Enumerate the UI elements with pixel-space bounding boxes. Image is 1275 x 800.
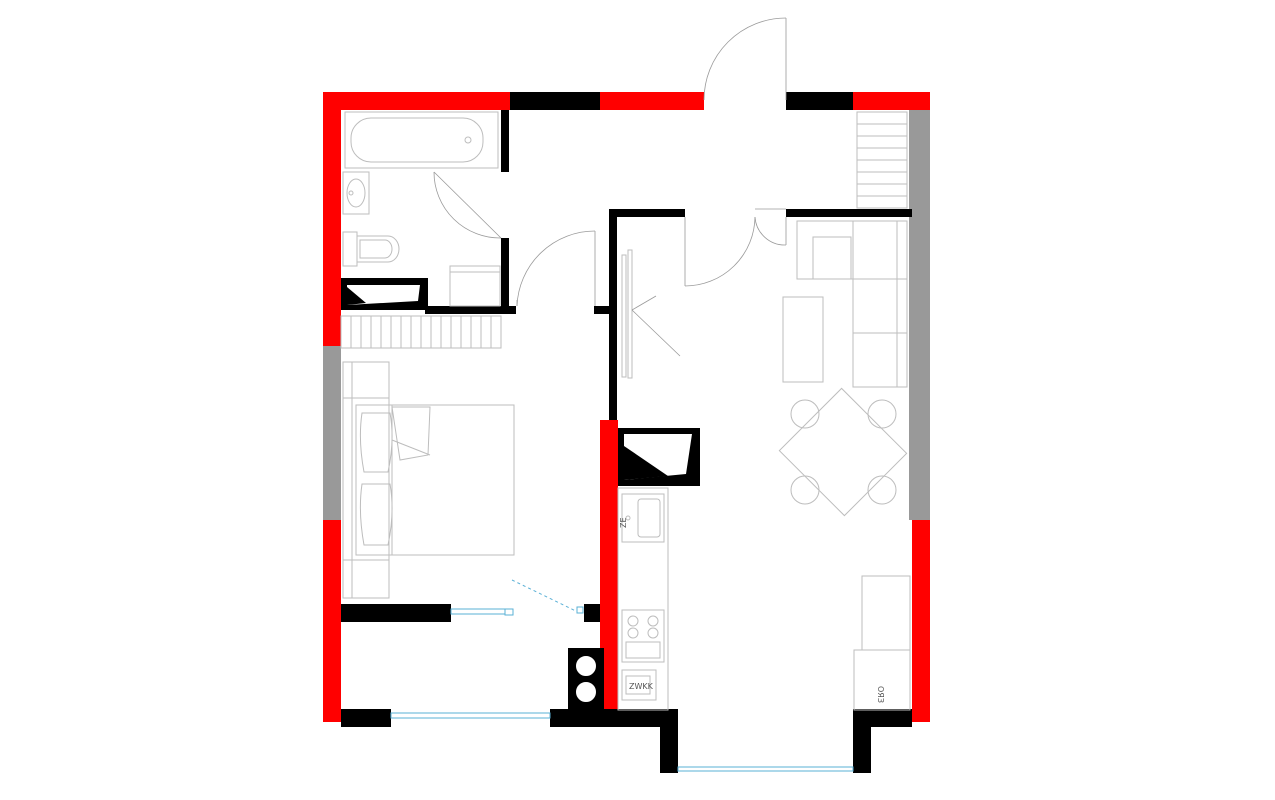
wardrobe-sliding-door — [621, 249, 681, 379]
doors — [433, 17, 787, 616]
kitchen-sink: ZE — [619, 493, 665, 543]
glazing-wall-left — [323, 346, 341, 520]
entrance-door — [703, 17, 787, 101]
washing-machine-stack — [568, 648, 604, 710]
bathroom-wall-lower — [501, 238, 509, 314]
bathroom-door — [433, 171, 502, 239]
balcony-door — [504, 579, 584, 616]
balcony-wall-right — [550, 709, 618, 727]
interior-walls — [341, 92, 912, 773]
bathroom-wall-upper — [501, 110, 509, 172]
bedroom-door-jamb — [584, 604, 600, 622]
kitchen-counter — [617, 487, 669, 711]
dining-table — [778, 387, 908, 517]
exterior-wall-right-lower — [912, 520, 930, 722]
corridor-wall-stub — [594, 306, 609, 314]
svg-text:ZE: ZE — [619, 517, 628, 528]
coffee-table — [782, 296, 824, 383]
window-balcony — [390, 712, 551, 719]
bedroom-door — [516, 230, 596, 307]
double-bed — [355, 404, 515, 556]
corridor-wall-top — [609, 209, 685, 217]
hall-steps — [856, 111, 908, 209]
balcony-wall-left — [341, 709, 391, 727]
exterior-wall-center-column — [600, 420, 618, 722]
bathroom-cabinet — [449, 265, 501, 307]
wall-top-pier-left — [510, 92, 600, 110]
fridge-label: ОЯЗ — [876, 686, 885, 703]
exterior-wall-left-lower — [323, 520, 341, 722]
glazing-wall-right — [909, 110, 930, 520]
window-bay — [677, 766, 854, 772]
oven: ZWKK — [621, 669, 657, 701]
bathtub — [344, 111, 499, 169]
living-room-door — [684, 208, 787, 287]
corridor-wall-vertical — [609, 209, 617, 420]
bay-wall-right-vertical — [853, 709, 871, 773]
exterior-wall-top-middle — [600, 92, 704, 110]
exterior-wall-top-right — [853, 92, 930, 110]
bedroom-wall-bottom — [341, 604, 451, 622]
glazing-walls — [323, 110, 930, 520]
hall-wall-right — [786, 209, 912, 217]
window-bedroom-partition — [450, 608, 514, 615]
wall-top-pier-right — [786, 92, 853, 110]
bay-wall-left-vertical — [660, 709, 678, 773]
toilet — [342, 231, 400, 267]
cooktop — [621, 609, 665, 663]
exterior-wall-top-left — [323, 92, 513, 110]
ventilation-shaft-bathroom — [341, 278, 428, 310]
fridge: ОЯЗ — [853, 575, 911, 711]
exterior-walls — [323, 92, 930, 722]
ventilation-shaft-kitchen — [618, 428, 700, 486]
bathroom-wall-bottom — [425, 306, 516, 314]
bedroom-steps — [340, 315, 502, 349]
exterior-wall-left-upper — [323, 92, 341, 346]
wardrobe-bedroom — [342, 361, 390, 599]
oven-label: ZWKK — [629, 682, 654, 691]
sofa — [796, 220, 908, 388]
sink — [342, 171, 370, 215]
